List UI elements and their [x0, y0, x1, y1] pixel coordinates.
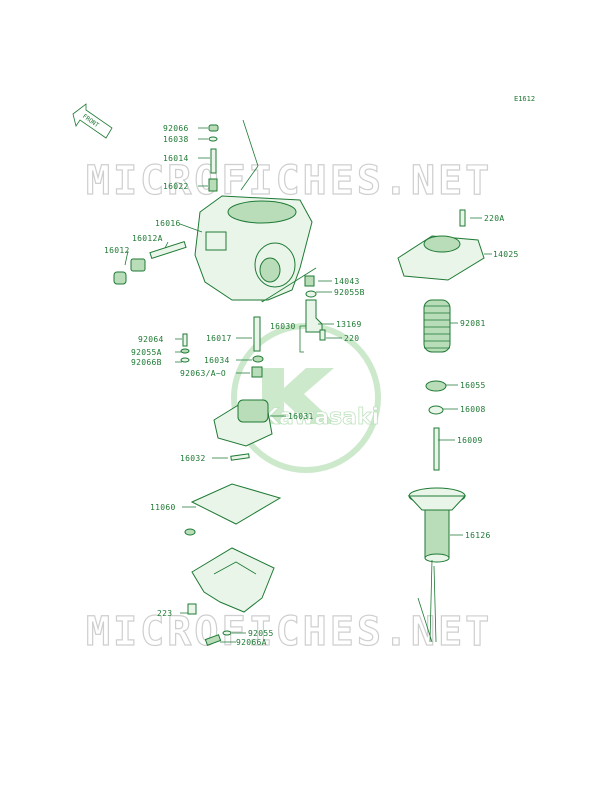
main-jet-holder-part: [253, 316, 261, 352]
o-ring-d-part: [222, 630, 232, 636]
spring-part: [208, 178, 218, 192]
o-ring-part: [208, 136, 218, 142]
part-label: 92055: [248, 629, 274, 638]
vacuum-piston-part: [407, 487, 467, 563]
needle-holder-part: [425, 380, 447, 392]
part-label: 11060: [150, 503, 176, 512]
needle-part: [433, 427, 440, 471]
washer-part: [180, 357, 190, 363]
part-label: 16055: [460, 381, 486, 390]
logo-text: Kawasaki: [262, 405, 379, 430]
plug-cap-part: [208, 124, 219, 132]
float-part: [213, 399, 273, 447]
part-label: 13169: [336, 320, 362, 329]
part-label: 92055B: [334, 288, 365, 297]
part-label: 92081: [460, 319, 486, 328]
part-label: 223: [157, 609, 172, 618]
screw-spring-part: [130, 258, 146, 272]
part-label: 14043: [334, 277, 360, 286]
part-label: 16034: [204, 356, 230, 365]
jet-needle-b-part: [252, 355, 264, 363]
part-label: 16012A: [132, 234, 163, 243]
part-label: 16017: [206, 334, 232, 343]
front-label: FRONT: [81, 113, 100, 129]
diagram-code: E1612: [514, 95, 535, 103]
o-ring-b-part: [305, 290, 317, 298]
clip-part: [428, 405, 444, 415]
part-label: 16009: [457, 436, 483, 445]
needle-valve-part: [304, 275, 315, 287]
jet-needle-part: [210, 148, 217, 174]
part-label: 220: [344, 334, 359, 343]
part-label: 16012: [104, 246, 130, 255]
float-bowl-part: [191, 547, 275, 613]
part-label: 16030: [270, 322, 296, 331]
float-pin-part: [230, 453, 250, 461]
front-arrow-icon: FRONT: [72, 103, 113, 139]
part-label: 16016: [155, 219, 181, 228]
part-label: 92066B: [131, 358, 162, 367]
o-ring-c-part: [180, 348, 190, 354]
part-label: 92066A: [236, 638, 267, 647]
part-label: 92055A: [131, 348, 162, 357]
carburetor-body: [194, 195, 313, 301]
watermark-top: MICROFICHES.NET: [86, 158, 492, 204]
cap-part: [113, 271, 127, 285]
part-label: 92066: [163, 124, 189, 133]
part-label: 16032: [180, 454, 206, 463]
part-label: 16038: [163, 135, 189, 144]
gasket-part: [190, 483, 282, 525]
pilot-screw-part: [149, 240, 187, 260]
watermark-bottom: MICROFICHES.NET: [86, 609, 492, 655]
drain-plug-part: [204, 634, 222, 646]
leader-lines: [124, 119, 492, 643]
screw-small-part: [182, 333, 188, 347]
part-label: 16031: [288, 412, 314, 421]
bowl-screw-part: [187, 603, 197, 615]
main-jet-part: [251, 366, 263, 378]
part-label: 92064: [138, 335, 164, 344]
vacuum-spring-part: [423, 299, 451, 353]
pin-screw-part: [319, 329, 326, 341]
cover-screw-part: [459, 209, 466, 227]
part-label: 92063/A~O: [180, 369, 226, 378]
part-labels: 92066 16038 16014 16022 16016 16012A 160…: [104, 124, 519, 647]
damper-part: [184, 528, 196, 536]
part-label: 16022: [163, 182, 189, 191]
kawasaki-logo: Kawasaki: [231, 323, 381, 473]
part-label: 14025: [493, 250, 519, 259]
top-cover-part: [397, 235, 485, 281]
part-label: 16126: [465, 531, 491, 540]
part-label: 16008: [460, 405, 486, 414]
part-label: 220A: [484, 214, 504, 223]
part-label: 16014: [163, 154, 189, 163]
float-valve-part: [305, 299, 323, 333]
